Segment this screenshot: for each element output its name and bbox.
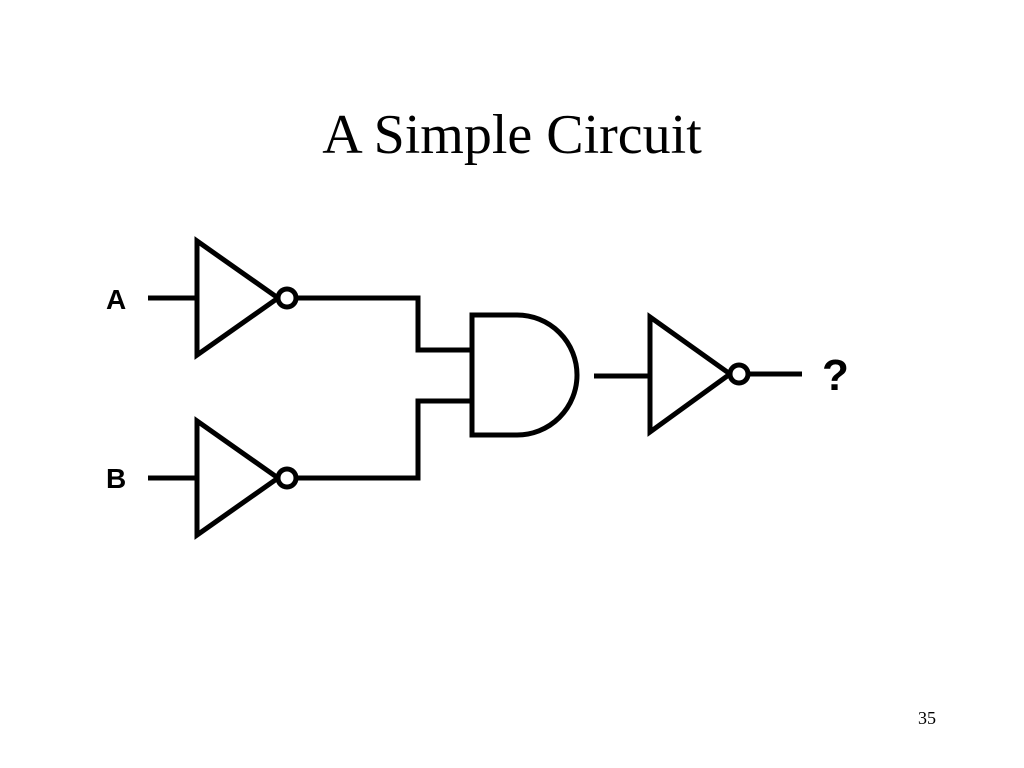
- and-gate: [469, 312, 580, 438]
- not-gate-output: [647, 312, 735, 437]
- not-gate-b-bubble: [275, 466, 299, 490]
- slide-title: A Simple Circuit: [322, 104, 702, 166]
- input-b-label: B: [106, 463, 127, 494]
- page-number: 35: [918, 708, 936, 728]
- not-gate-output-bubble: [727, 362, 751, 386]
- wire-not-b-to-and: [296, 398, 472, 481]
- not-gate-a-bubble: [275, 286, 299, 310]
- not-gate-b: [194, 416, 283, 540]
- output-label: ?: [822, 351, 849, 400]
- input-a-label: A: [106, 284, 127, 315]
- wire-not-a-to-and: [296, 295, 472, 353]
- not-gate-a: [194, 236, 283, 360]
